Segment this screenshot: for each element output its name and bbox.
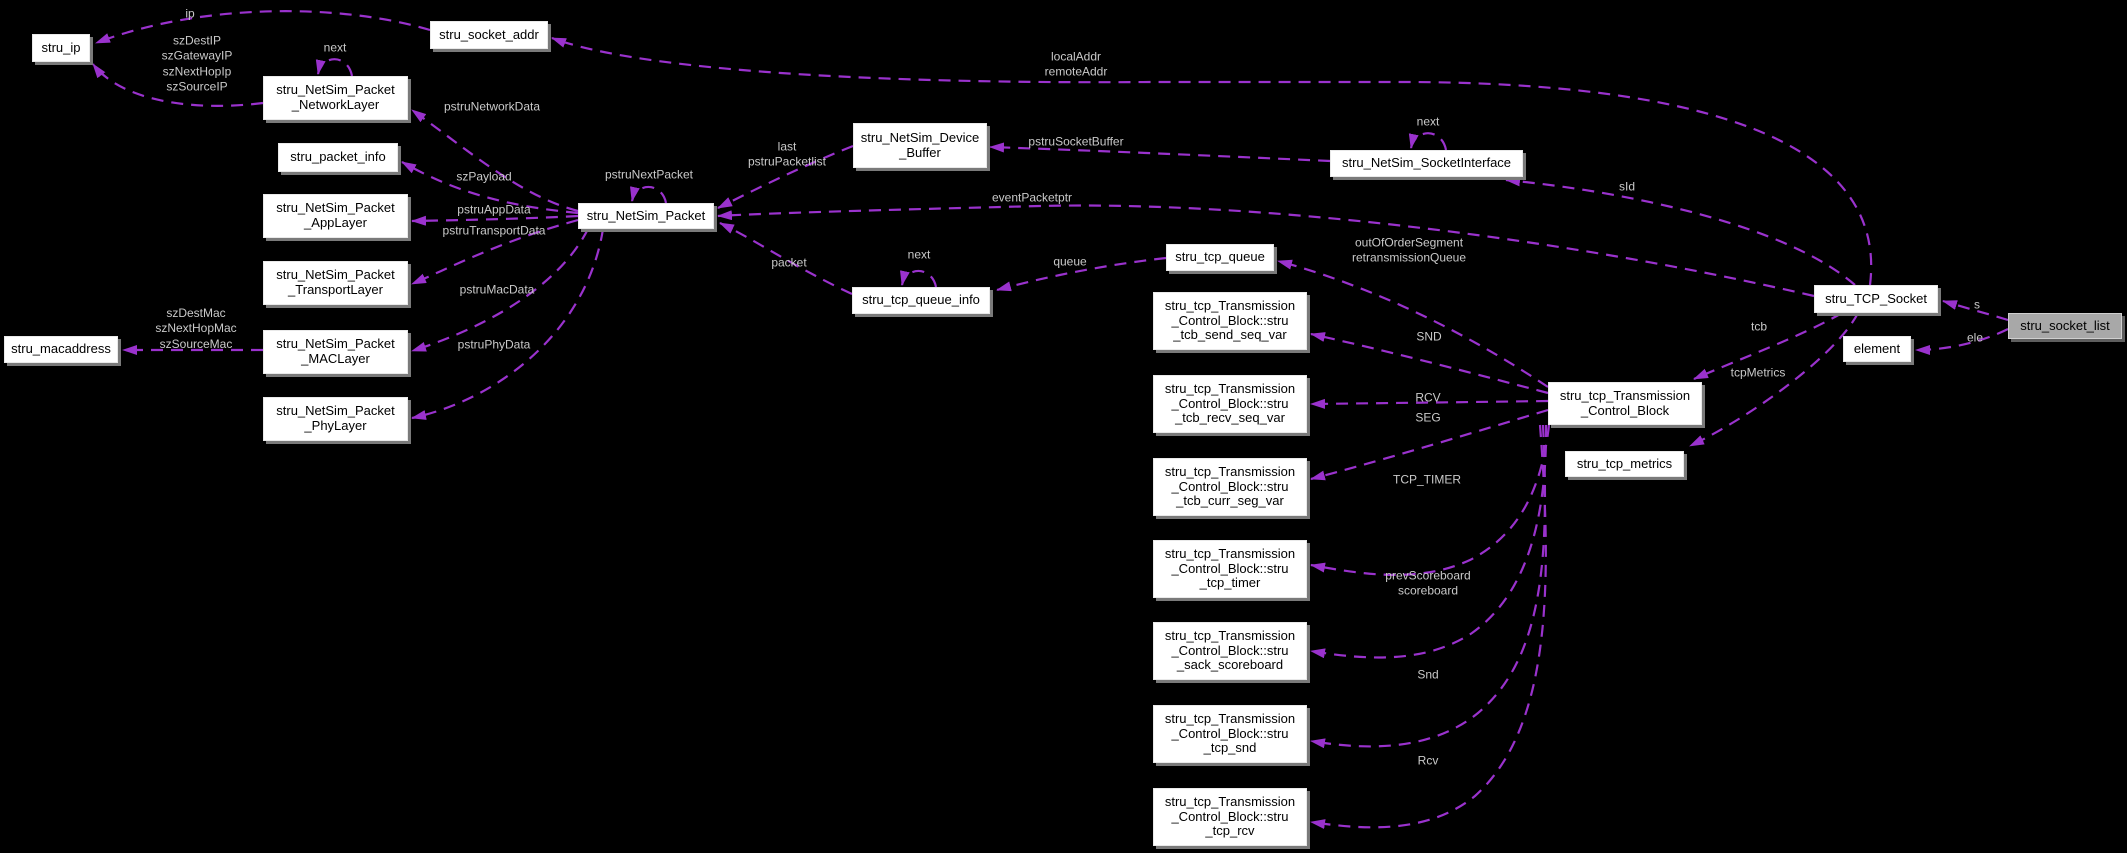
edge-label-Rcv: Rcv (1417, 753, 1439, 768)
node-netsim-packet-networklayer[interactable]: stru_NetSim_Packet _NetworkLayer (263, 76, 408, 120)
edge-label-mac-members: szDestMac szNextHopMac szSourceMac (155, 305, 237, 351)
edge-label-queue: queue (1053, 254, 1087, 269)
edge-next-networklayer (315, 58, 354, 77)
edge-pstruPacketlist (717, 144, 854, 209)
node-stru-tcp-queue[interactable]: stru_tcp_queue (1166, 244, 1274, 271)
node-stru-socket-list: stru_socket_list (2008, 313, 2122, 339)
node-netsim-packet-maclayer[interactable]: stru_NetSim_Packet _MACLayer (263, 330, 408, 374)
edge-SND (1310, 332, 1549, 395)
edge-pstruTransportData (411, 218, 579, 286)
edge-sId (1505, 176, 1856, 286)
node-stru-tcp-metrics[interactable]: stru_tcp_metrics (1565, 451, 1684, 477)
edge-label-szPayload: szPayload (456, 169, 512, 184)
node-element[interactable]: element (1843, 336, 1911, 362)
node-stru-packet-info[interactable]: stru_packet_info (278, 143, 398, 172)
edge-localAddr (551, 36, 1873, 286)
edge-RCV (1310, 398, 1549, 409)
node-stru-macaddress[interactable]: stru_macaddress (4, 336, 118, 363)
edge-label-scoreboard: prevScoreboard scoreboard (1385, 568, 1471, 598)
edge-pstruNetworkData (411, 109, 579, 213)
node-stru-socket-addr[interactable]: stru_socket_addr (430, 21, 548, 49)
edge-label-pstruPacketlist: last pstruPacketlist (747, 139, 827, 169)
node-stru-tcp-queue-info[interactable]: stru_tcp_queue_info (852, 287, 990, 314)
edge-next-queueinfo (900, 270, 938, 288)
edge-label-tcb: tcb (1750, 319, 1768, 334)
edge-label-pstruSocketBuffer: pstruSocketBuffer (1028, 134, 1124, 149)
node-tcp-transmission-control-block[interactable]: stru_tcp_Transmission _Control_Block (1548, 382, 1702, 425)
edge-label-pstruMacData: pstruMacData (459, 282, 535, 297)
node-netsim-packet-phylayer[interactable]: stru_NetSim_Packet _PhyLayer (263, 397, 408, 441)
edge-packet (719, 222, 853, 295)
node-stru-netsim-socketinterface[interactable]: stru_NetSim_SocketInterface (1330, 150, 1523, 177)
edge-s (1942, 299, 2009, 322)
edge-ele (1915, 328, 2009, 355)
edge-label-Snd: Snd (1417, 667, 1439, 682)
node-netsim-packet-applayer[interactable]: stru_NetSim_Packet _AppLayer (263, 194, 408, 238)
node-stru-sack-scoreboard[interactable]: stru_tcp_Transmission _Control_Block::st… (1153, 622, 1307, 680)
edge-label-ip: ip (185, 6, 195, 21)
edge-tcb (1693, 312, 1843, 381)
edge-next-socketinterface (1408, 132, 1448, 151)
edge-label-pstruPhyData: pstruPhyData (457, 337, 531, 352)
edge-label-ip-members: szDestIP szGatewayIP szNextHopIp szSourc… (161, 33, 233, 94)
edge-label-pstruNextPacket: pstruNextPacket (604, 167, 694, 182)
edge-label-packet: packet (771, 255, 807, 270)
edge-label-s: s (1974, 297, 1980, 312)
edge-ooo (1277, 259, 1549, 388)
node-netsim-packet-transportlayer[interactable]: stru_NetSim_Packet _TransportLayer (263, 261, 408, 305)
edge-Rcv (1310, 424, 1547, 749)
node-stru-ip[interactable]: stru_ip (32, 34, 90, 62)
edge-label-RCV: RCV (1415, 390, 1441, 405)
node-tcb-curr-seg-var[interactable]: stru_tcp_Transmission _Control_Block::st… (1153, 458, 1307, 516)
node-stru-tcp-socket[interactable]: stru_TCP_Socket (1814, 285, 1938, 313)
edge-label-TCP_TIMER: TCP_TIMER (1392, 472, 1462, 487)
edge-label-next-queueinfo: next (907, 247, 931, 262)
edge-pstruSocketBuffer (989, 142, 1331, 163)
node-stru-netsim-packet[interactable]: stru_NetSim_Packet (578, 203, 714, 229)
edge-pstruAppData (411, 214, 579, 226)
node-stru-tcp-rcv[interactable]: stru_tcp_Transmission _Control_Block::st… (1153, 788, 1307, 846)
edge-label-outOfOrderSegment: outOfOrderSegment retransmissionQueue (1351, 235, 1467, 265)
edge-label-SEG: SEG (1415, 410, 1441, 425)
edge-ip-members (92, 63, 264, 107)
edge-label-next-socketinterface: next (1416, 114, 1440, 129)
node-tcb-recv-seq-var[interactable]: stru_tcp_Transmission _Control_Block::st… (1153, 375, 1307, 433)
edge-label-ele: ele (1966, 330, 1984, 345)
node-tcb-send-seq-var[interactable]: stru_tcp_Transmission _Control_Block::st… (1153, 292, 1307, 350)
edge-label-pstruAppData: pstruAppData (457, 202, 531, 217)
edge-Snd (1310, 424, 1548, 659)
edge-szPayload (401, 161, 579, 215)
edge-eventPacketptr (717, 204, 1815, 298)
edge-label-sId: sId (1618, 179, 1636, 194)
edge-label-localAddr-remoteAddr: localAddr remoteAddr (1044, 49, 1108, 79)
edge-pstruNextPacket (630, 186, 668, 204)
edge-pstruPhyData (411, 228, 605, 420)
edge-pstruMacData (411, 228, 589, 353)
edge-label-next-networklayer: next (323, 40, 347, 55)
edge-label-tcpMetrics: tcpMetrics (1730, 365, 1786, 380)
edge-queue (996, 256, 1167, 292)
node-stru-tcp-snd[interactable]: stru_tcp_Transmission _Control_Block::st… (1153, 705, 1307, 763)
edge-tcp-rcv (1310, 424, 1547, 829)
edge-label-pstruTransportData: pstruTransportData (442, 223, 546, 238)
node-stru-tcp-timer[interactable]: stru_tcp_Transmission _Control_Block::st… (1153, 540, 1307, 598)
edge-tcpMetrics (1689, 312, 1859, 447)
edge-scoreboard (1310, 424, 1551, 576)
edge-label-eventPacketptr: eventPacketptr (991, 190, 1073, 205)
edge-label-SND: SND (1416, 329, 1442, 344)
node-stru-netsim-device-buffer[interactable]: stru_NetSim_Device _Buffer (853, 123, 987, 168)
edge-TCP_TIMER (1310, 408, 1549, 481)
edge-label-pstruNetworkData: pstruNetworkData (443, 99, 541, 114)
edge-ip (95, 10, 431, 45)
